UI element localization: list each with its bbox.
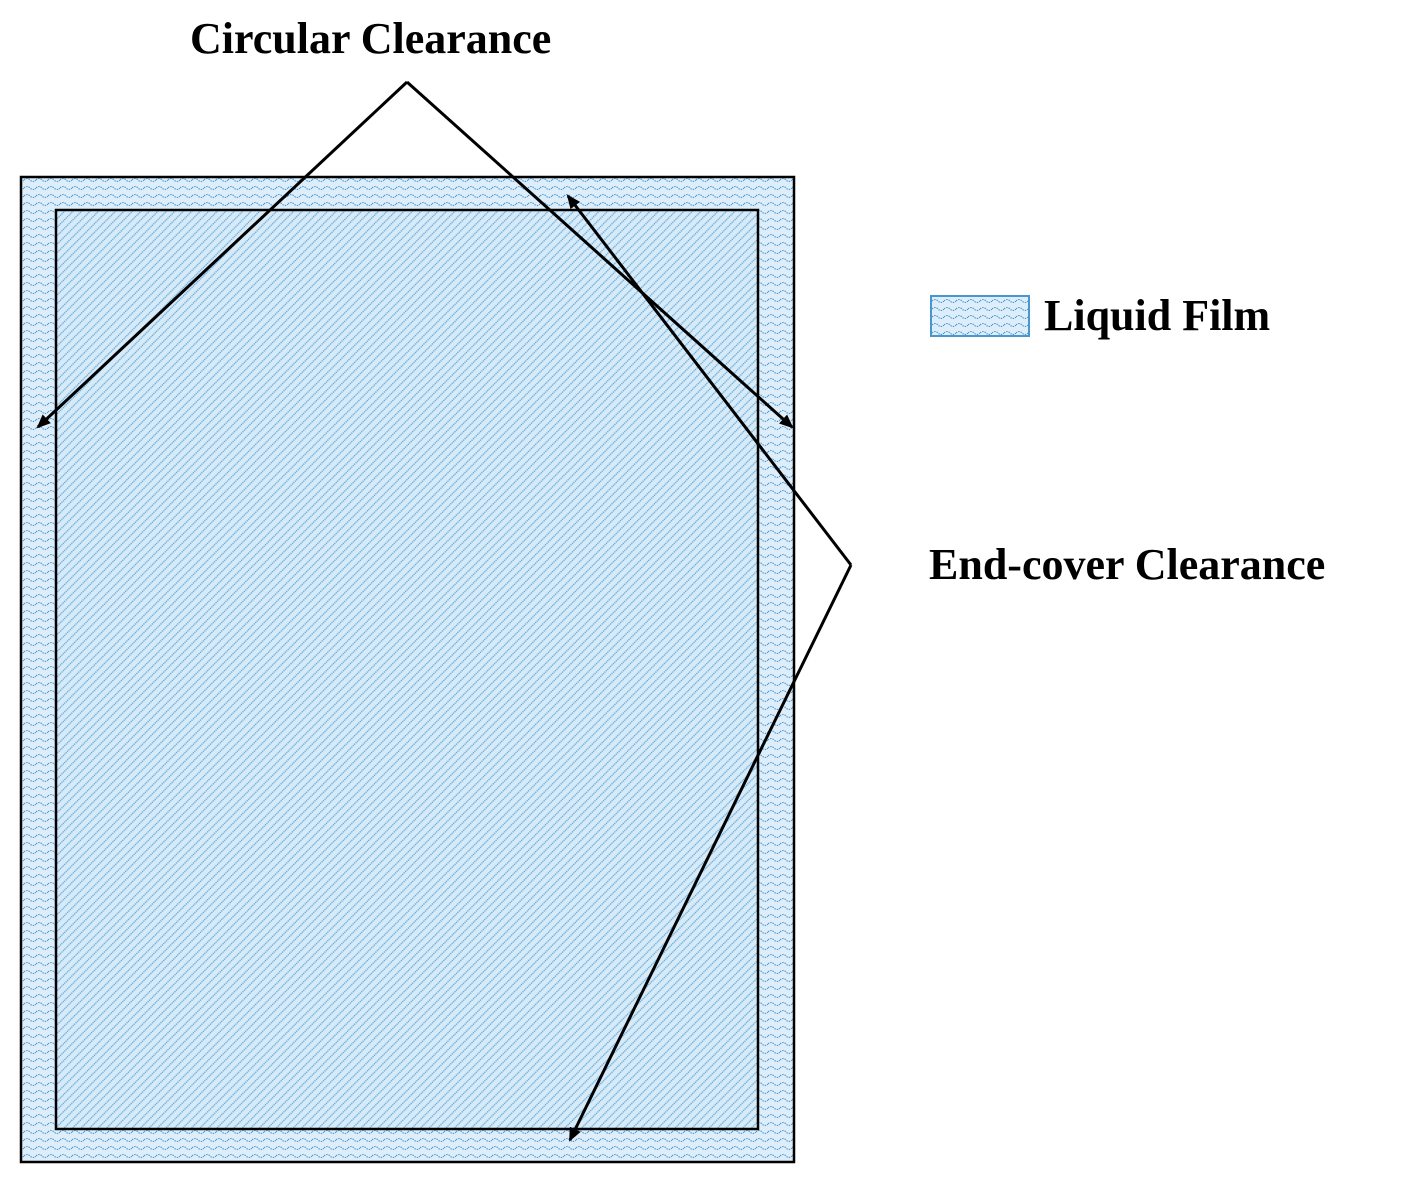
legend-label-liquid-film: Liquid Film (1044, 291, 1271, 340)
endcover-arrow-bottom (568, 564, 853, 1142)
legend-swatch-liquid-film (930, 295, 1030, 337)
endcover-arrow-top (566, 194, 853, 566)
inner-body (54, 208, 760, 1131)
circular-arrow-right (405, 80, 794, 429)
circular-clearance-label: Circular Clearance (190, 14, 552, 63)
end-cover-clearance-label: End-cover Clearance (929, 540, 1326, 589)
legend: Liquid Film (930, 293, 1270, 339)
circular-arrow-left (36, 80, 409, 429)
